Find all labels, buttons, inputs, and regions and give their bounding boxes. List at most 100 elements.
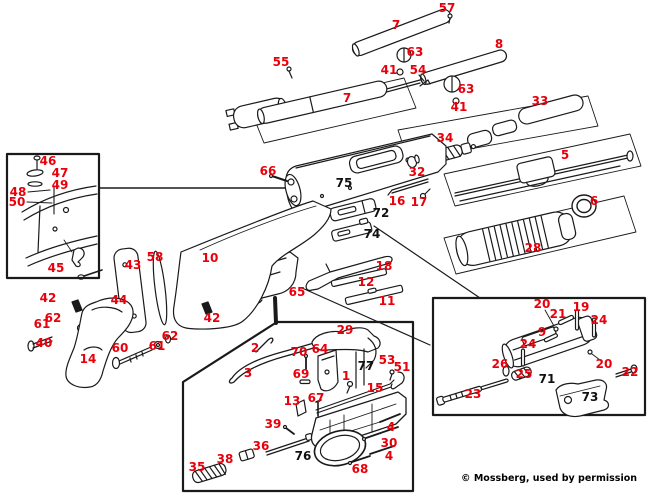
part-label-25: 25 (515, 367, 533, 381)
part-label-67: 67 (307, 391, 325, 405)
part-label-36: 36 (252, 439, 270, 453)
part-label-63: 63 (406, 45, 424, 59)
detail-box-buttplate (5, 152, 101, 280)
part-label-21: 21 (549, 307, 567, 321)
part-label-62: 62 (161, 329, 179, 343)
part-label-41: 41 (380, 63, 398, 77)
part-label-26: 26 (491, 357, 509, 371)
part-label-66: 66 (259, 164, 277, 178)
part-label-60: 60 (111, 341, 129, 355)
part-label-73: 73 (581, 390, 599, 404)
part-label-38: 38 (216, 452, 234, 466)
ring-6 (571, 194, 597, 218)
part-label-3: 3 (243, 366, 253, 380)
part-label-43: 43 (124, 258, 142, 272)
part-label-48: 48 (9, 185, 27, 199)
detail-box-bolt (431, 296, 647, 418)
part-label-58: 58 (146, 250, 164, 264)
part-label-41: 41 (450, 100, 468, 114)
part-label-13: 13 (283, 394, 301, 408)
part-label-33: 33 (531, 94, 549, 108)
part-label-6: 6 (589, 194, 599, 208)
part-label-63: 63 (457, 82, 475, 96)
carrier-and-rails (305, 255, 404, 306)
part-label-54: 54 (409, 63, 427, 77)
part-label-53: 53 (378, 353, 396, 367)
part-label-12: 12 (357, 275, 375, 289)
part-label-57: 57 (438, 1, 456, 15)
receiver-75 (268, 133, 447, 213)
part-label-42: 42 (203, 311, 221, 325)
barrel-middle (225, 80, 388, 131)
part-label-24: 24 (590, 313, 608, 327)
part-label-10: 10 (201, 251, 219, 265)
copyright-notice: © Mossberg, used by permission (461, 473, 637, 484)
part-label-50: 50 (8, 195, 26, 209)
part-label-76: 76 (294, 449, 312, 463)
part-label-8: 8 (494, 37, 504, 51)
part-label-62: 62 (44, 311, 62, 325)
stock-10 (172, 200, 332, 330)
part-label-39: 39 (264, 417, 282, 431)
part-label-71: 71 (538, 372, 556, 386)
part-label-20: 20 (595, 357, 613, 371)
bolt-slide-72-74 (329, 198, 377, 242)
part-label-77: 77 (357, 359, 375, 373)
part-label-69: 69 (292, 367, 310, 381)
part-label-15: 15 (366, 381, 384, 395)
part-label-51: 51 (393, 360, 411, 374)
part-label-72: 72 (372, 206, 390, 220)
part-label-47: 47 (51, 166, 69, 180)
part-label-17: 17 (410, 195, 428, 209)
detail-box-trigger-assembly (181, 320, 415, 493)
part-label-9: 9 (537, 325, 547, 339)
part-label-34: 34 (436, 131, 454, 145)
action-bar-assembly-5 (454, 150, 634, 202)
part-label-35: 35 (188, 460, 206, 474)
part-label-46: 46 (39, 154, 57, 168)
part-label-49: 49 (51, 178, 69, 192)
part-label-29: 29 (336, 323, 354, 337)
part-label-70: 70 (290, 345, 308, 359)
part-label-61: 61 (33, 317, 51, 331)
part-label-2: 2 (250, 341, 260, 355)
part-label-4: 4 (386, 420, 396, 434)
part-label-55: 55 (272, 55, 290, 69)
part-label-1: 1 (341, 369, 351, 383)
part-label-61: 61 (148, 339, 166, 353)
barrel-8 (367, 49, 508, 98)
part-label-24: 24 (519, 337, 537, 351)
forend-28 (455, 211, 577, 267)
part-label-65: 65 (288, 285, 306, 299)
part-label-30: 30 (380, 436, 398, 450)
part-label-14: 14 (79, 352, 97, 366)
barrel-top (351, 8, 453, 57)
front-sight-upper (396, 47, 412, 76)
part-label-16: 16 (388, 194, 406, 208)
part-label-75: 75 (335, 176, 353, 190)
part-label-7: 7 (391, 18, 401, 32)
barrel-screw-55 (286, 66, 293, 79)
part-label-40: 40 (35, 336, 53, 350)
part-label-74: 74 (363, 227, 381, 241)
magazine-tube-33 (466, 94, 584, 149)
part-label-64: 64 (311, 342, 329, 356)
part-label-11: 11 (378, 294, 396, 308)
front-sight-lower (418, 74, 461, 105)
part-label-5: 5 (560, 148, 570, 162)
part-label-45: 45 (47, 261, 65, 275)
part-label-28: 28 (524, 241, 542, 255)
pistol-grip-group (27, 297, 172, 389)
part-label-23: 23 (464, 387, 482, 401)
part-label-22: 22 (621, 365, 639, 379)
part-label-42: 42 (39, 291, 57, 305)
part-label-68: 68 (351, 462, 369, 476)
part-label-44: 44 (110, 293, 128, 307)
part-label-7: 7 (342, 91, 352, 105)
leader-lines (98, 187, 481, 346)
part-label-4: 4 (384, 449, 394, 463)
part-label-19: 19 (572, 300, 590, 314)
